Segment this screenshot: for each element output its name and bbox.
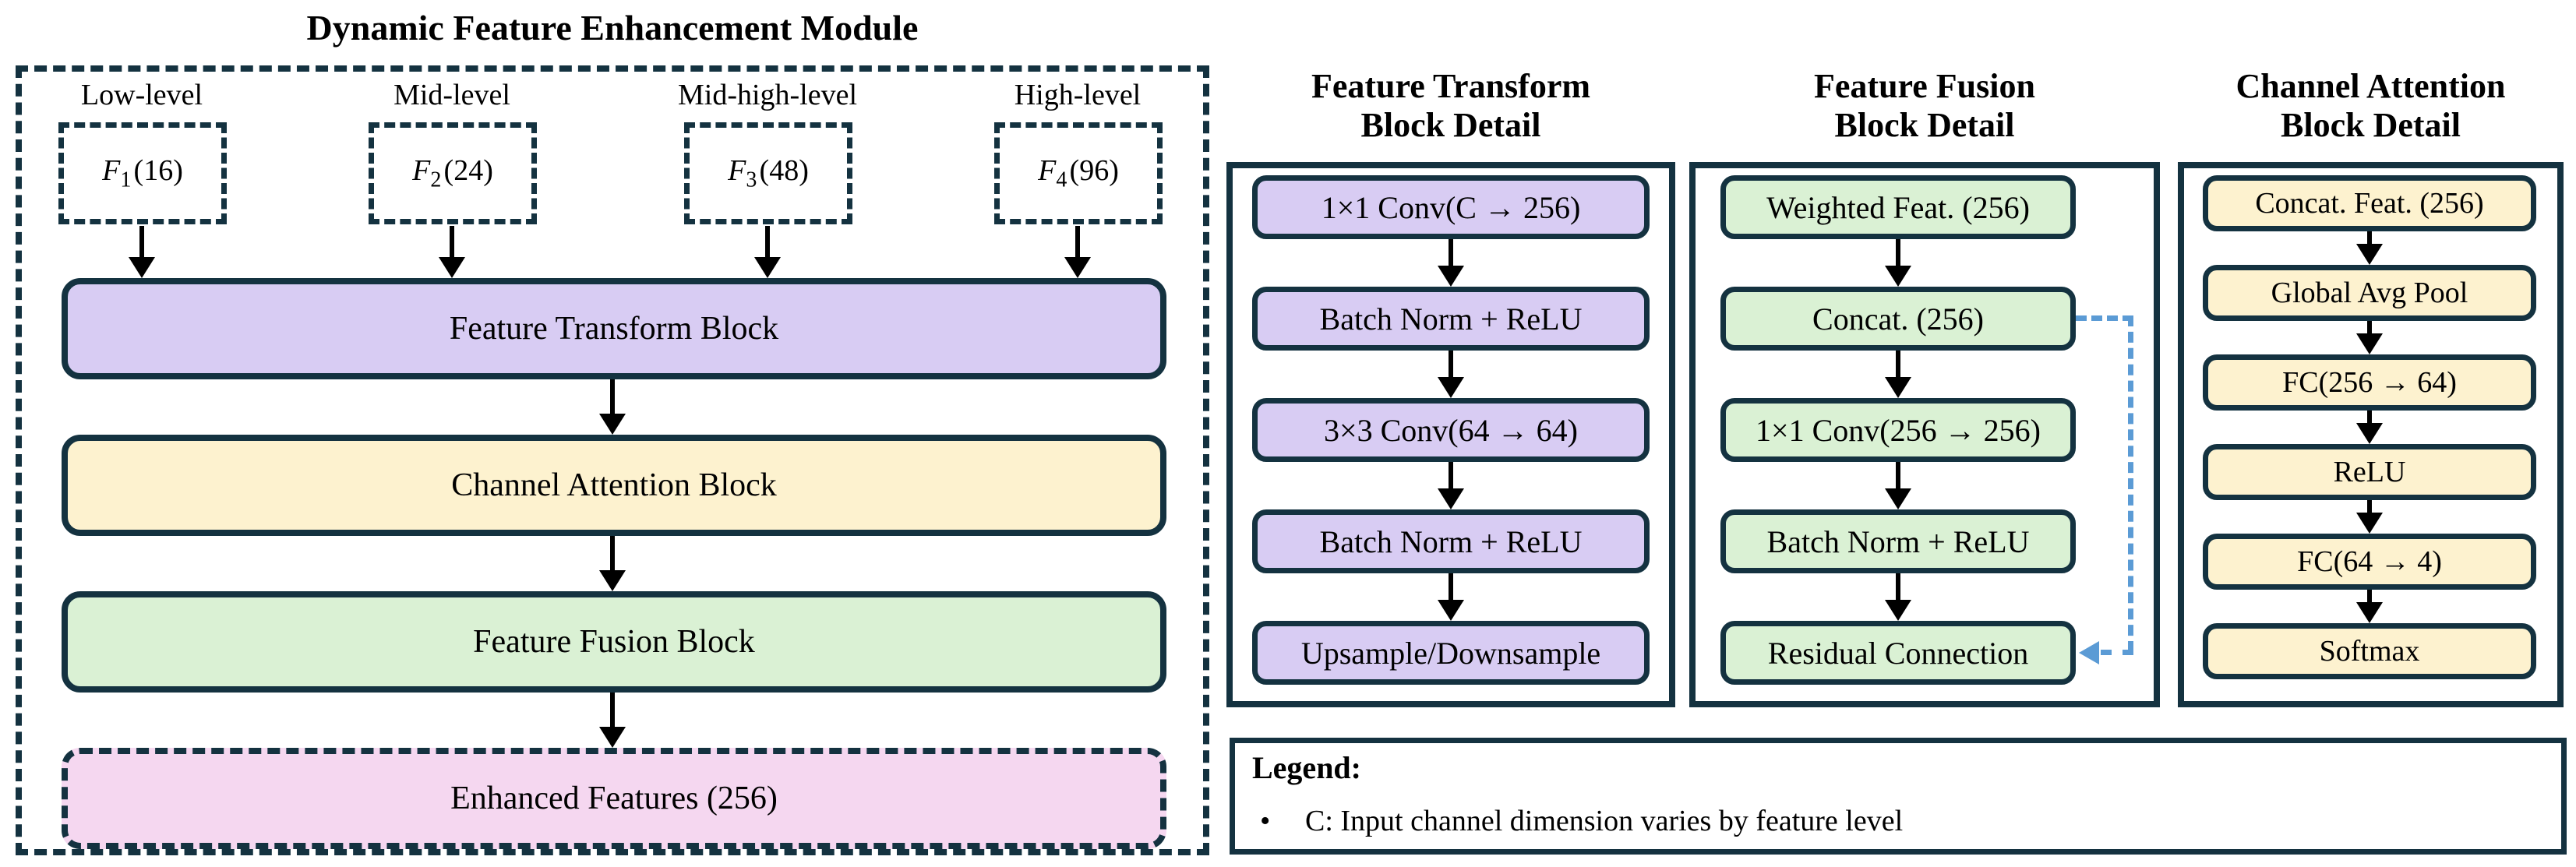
f2-label: F2 (24) bbox=[412, 154, 493, 192]
fusion-arrow-2-icon bbox=[1884, 351, 1912, 398]
arrow-attention-to-fusion-icon bbox=[598, 536, 626, 591]
transform-step-conv3x3: 3×3 Conv(64 → 64) bbox=[1252, 398, 1650, 462]
module-title: Dynamic Feature Enhancement Module bbox=[306, 7, 919, 48]
transform-step-bnrelu1: Batch Norm + ReLU bbox=[1252, 287, 1650, 351]
arrow-f3-down-icon bbox=[753, 226, 782, 278]
level-label-mid: Mid-level bbox=[393, 79, 510, 111]
transform-detail-title-line2: Block Detail bbox=[1360, 106, 1541, 144]
attention-arrow-3-icon bbox=[2355, 411, 2384, 444]
attention-arrow-4-icon bbox=[2355, 500, 2384, 534]
legend-title: Legend: bbox=[1252, 750, 1361, 785]
attention-step-relu: ReLU bbox=[2203, 444, 2536, 500]
level-label-high: High-level bbox=[1014, 79, 1142, 111]
attention-arrow-5-icon bbox=[2355, 590, 2384, 623]
arrow-f4-down-icon bbox=[1064, 226, 1092, 278]
attention-step-softmax: Softmax bbox=[2203, 623, 2536, 679]
residual-skip-line-bottom-icon bbox=[2101, 650, 2133, 655]
arrow-fusion-to-enhanced-icon bbox=[598, 693, 626, 748]
level-label-low: Low-level bbox=[80, 79, 203, 111]
transform-arrow-4-icon bbox=[1437, 573, 1465, 621]
f1-label: F1 (16) bbox=[102, 154, 183, 192]
legend-box: Legend: • C: Input channel dimension var… bbox=[1230, 738, 2567, 855]
transform-detail-title-line1: Feature Transform bbox=[1311, 67, 1591, 105]
residual-skip-arrowhead-icon bbox=[2079, 641, 2099, 664]
transform-step-conv1x1: 1×1 Conv(C → 256) bbox=[1252, 175, 1650, 239]
fusion-step-conv1x1: 1×1 Conv(256 → 256) bbox=[1720, 398, 2076, 462]
transform-detail-title: Feature Transform Block Detail bbox=[1226, 67, 1675, 145]
arrow-f2-down-icon bbox=[438, 226, 466, 278]
module-outer-dashed-box bbox=[16, 65, 1209, 855]
attention-detail-title-line2: Block Detail bbox=[2281, 106, 2461, 144]
fusion-arrow-1-icon bbox=[1884, 239, 1912, 287]
transform-arrow-2-icon bbox=[1437, 351, 1465, 398]
attention-detail-title: Channel Attention Block Detail bbox=[2178, 67, 2564, 145]
fusion-detail-title-line2: Block Detail bbox=[1834, 106, 2015, 144]
attention-arrow-2-icon bbox=[2355, 321, 2384, 354]
attention-step-fc2: FC(64 → 4) bbox=[2203, 534, 2536, 590]
residual-skip-line-vertical-icon bbox=[2128, 315, 2133, 652]
feature-input-f4: F4 (96) bbox=[994, 122, 1163, 224]
fusion-step-bnrelu: Batch Norm + ReLU bbox=[1720, 509, 2076, 573]
transform-arrow-1-icon bbox=[1437, 239, 1465, 287]
f4-label: F4 (96) bbox=[1038, 154, 1119, 192]
attention-step-concat-feat: Concat. Feat. (256) bbox=[2203, 175, 2536, 231]
residual-skip-line-top-icon bbox=[2076, 315, 2133, 321]
fusion-arrow-4-icon bbox=[1884, 573, 1912, 621]
f3-label: F3 (48) bbox=[728, 154, 809, 192]
channel-attention-block: Channel Attention Block bbox=[62, 435, 1166, 536]
fusion-arrow-3-icon bbox=[1884, 462, 1912, 509]
legend-item-text: C: Input channel dimension varies by fea… bbox=[1305, 805, 1904, 837]
legend-bullet-icon: • bbox=[1260, 805, 1271, 837]
feature-fusion-block: Feature Fusion Block bbox=[62, 591, 1166, 693]
attention-arrow-1-icon bbox=[2355, 231, 2384, 265]
feature-input-f2: F2 (24) bbox=[369, 122, 537, 224]
transform-step-bnrelu2: Batch Norm + ReLU bbox=[1252, 509, 1650, 573]
fusion-step-concat: Concat. (256) bbox=[1720, 287, 2076, 351]
enhanced-features-block: Enhanced Features (256) bbox=[62, 748, 1166, 849]
arrow-f1-down-icon bbox=[128, 226, 156, 278]
feature-input-f3: F3 (48) bbox=[684, 122, 852, 224]
level-label-mid-high: Mid-high-level bbox=[677, 79, 858, 111]
transform-step-resample: Upsample/Downsample bbox=[1252, 621, 1650, 685]
attention-detail-title-line1: Channel Attention bbox=[2235, 67, 2506, 105]
fusion-detail-title: Feature Fusion Block Detail bbox=[1689, 67, 2160, 145]
transform-arrow-3-icon bbox=[1437, 462, 1465, 509]
fusion-step-residual: Residual Connection bbox=[1720, 621, 2076, 685]
feature-transform-block: Feature Transform Block bbox=[62, 278, 1166, 379]
fusion-step-weighted: Weighted Feat. (256) bbox=[1720, 175, 2076, 239]
feature-input-f1: F1 (16) bbox=[58, 122, 227, 224]
attention-step-fc1: FC(256 → 64) bbox=[2203, 354, 2536, 411]
arrow-transform-to-attention-icon bbox=[598, 379, 626, 435]
fusion-detail-title-line1: Feature Fusion bbox=[1814, 67, 2035, 105]
attention-step-gap: Global Avg Pool bbox=[2203, 265, 2536, 321]
